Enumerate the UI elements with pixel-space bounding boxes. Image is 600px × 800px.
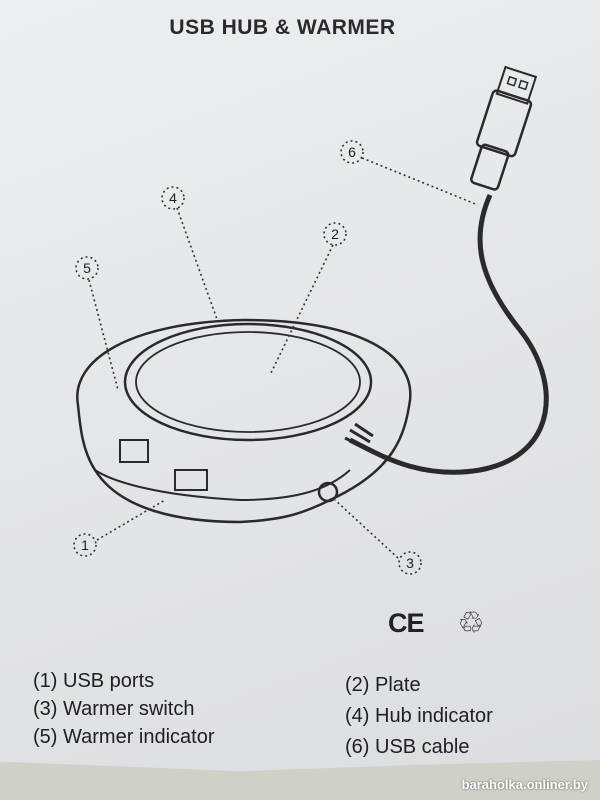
usb-port bbox=[119, 439, 149, 463]
callout-3: 3 bbox=[406, 555, 414, 571]
certification-marks: CE ♲ bbox=[388, 606, 484, 641]
usb-cable bbox=[348, 193, 549, 475]
legend-item: (4) Hub indicator bbox=[345, 705, 493, 727]
warmer-switch bbox=[317, 481, 339, 503]
legend-item: (3) Warmer switch bbox=[33, 698, 195, 720]
callout-2: 2 bbox=[331, 226, 339, 242]
usb-plug bbox=[470, 65, 538, 191]
legend-item: (1) USB ports bbox=[33, 670, 155, 692]
legend-left: (1) USB ports (3) Warmer switch (5) Warm… bbox=[33, 667, 215, 751]
page-title: USB HUB & WARMER bbox=[169, 16, 396, 39]
legend-item: (5) Warmer indicator bbox=[33, 726, 215, 748]
legend-right: (2) Plate (4) Hub indicator (6) USB cabl… bbox=[345, 670, 493, 763]
legend-item: (6) USB cable bbox=[345, 736, 470, 758]
watermark: baraholka.onliner.by bbox=[461, 777, 588, 792]
hub-body bbox=[76, 318, 412, 524]
usb-port bbox=[174, 469, 208, 491]
legend-item: (2) Plate bbox=[345, 674, 421, 696]
plate bbox=[123, 322, 373, 442]
callout-6: 6 bbox=[348, 144, 356, 160]
callout-4: 4 bbox=[169, 190, 177, 206]
callout-5: 5 bbox=[83, 260, 91, 276]
recycle-icon: ♲ bbox=[457, 607, 485, 640]
ce-mark: CE bbox=[388, 608, 425, 638]
callout-1: 1 bbox=[81, 537, 89, 553]
